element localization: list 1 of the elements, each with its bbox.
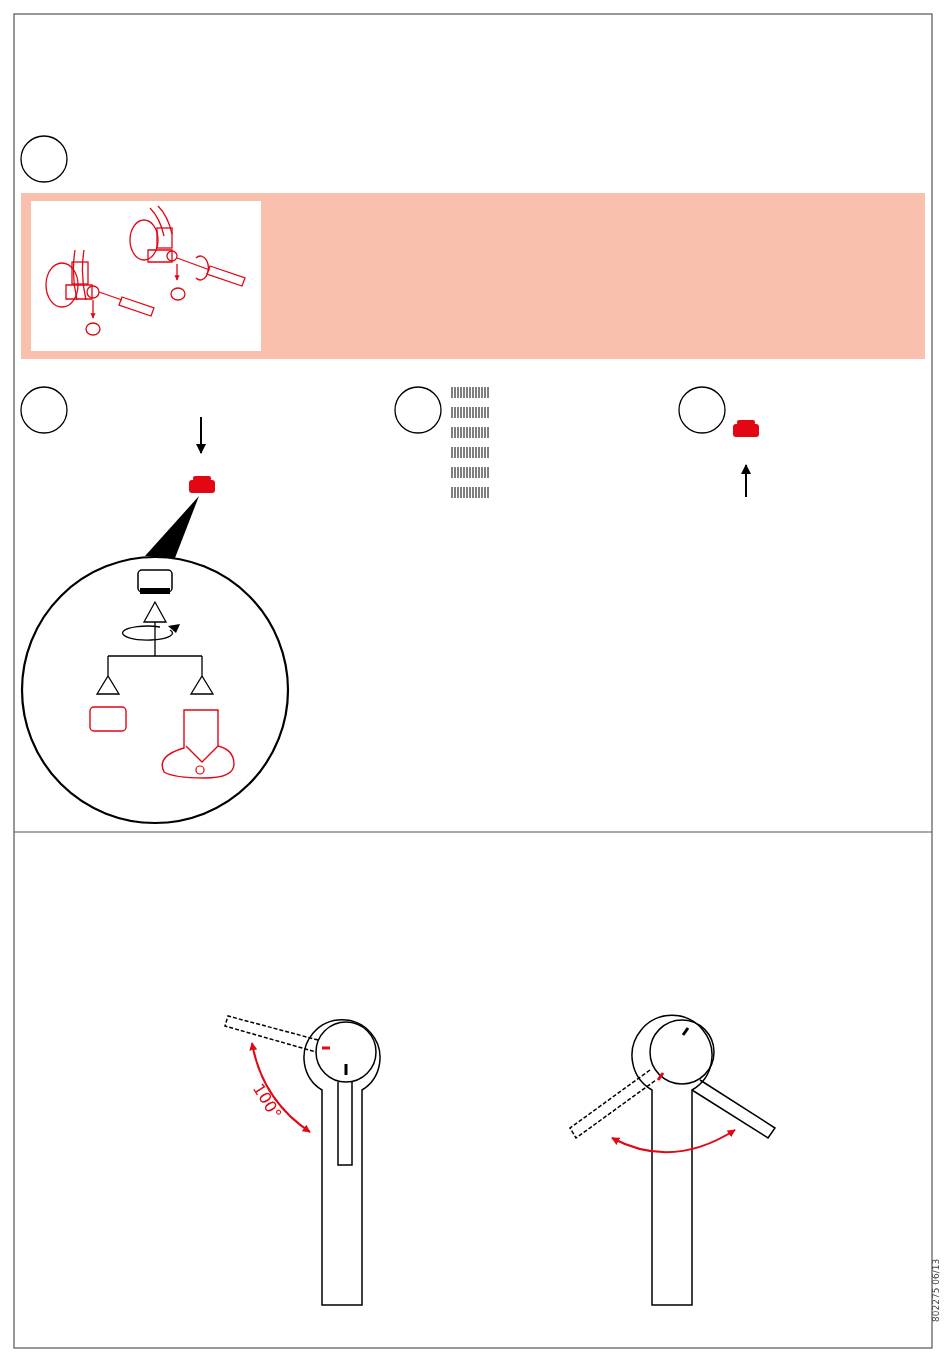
document-code: 802275 06/13 — [931, 1258, 941, 1322]
